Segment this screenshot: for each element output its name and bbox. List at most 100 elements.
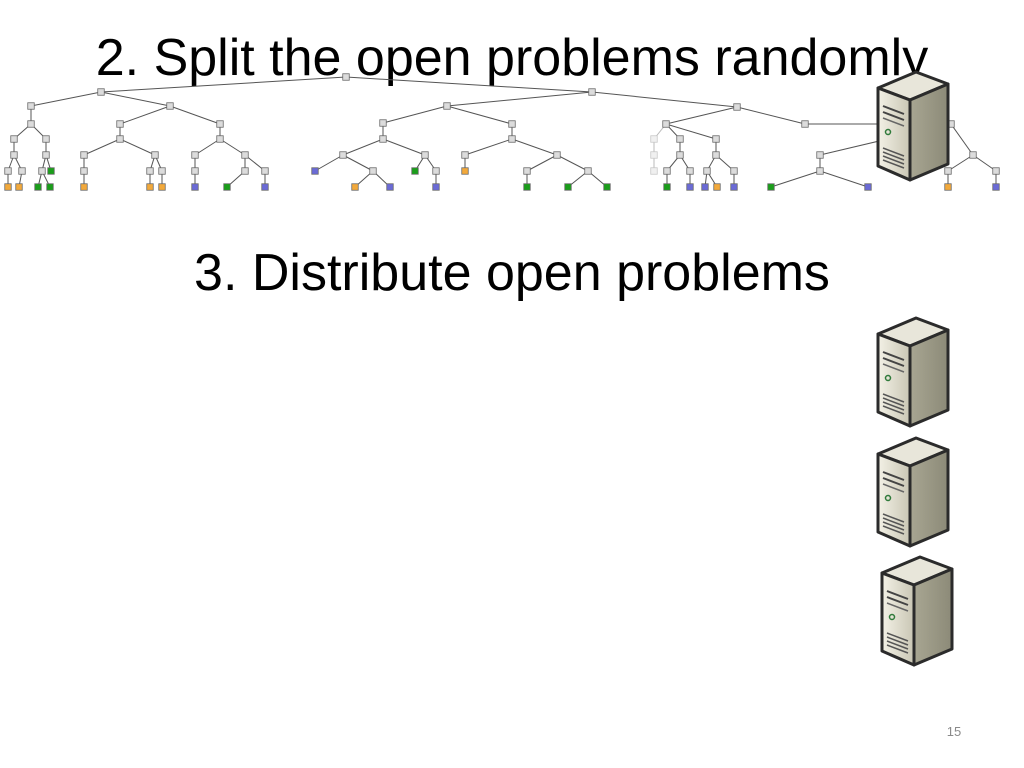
server-tower-icon xyxy=(876,436,950,548)
tree-edge xyxy=(526,154,558,172)
tree-edge xyxy=(665,123,717,140)
tree-leaf-green xyxy=(603,183,611,191)
tree-leaf-green xyxy=(46,183,54,191)
tree-node xyxy=(261,167,269,175)
tree-node xyxy=(241,167,249,175)
tree-node xyxy=(379,135,387,143)
tree-node xyxy=(191,167,199,175)
tree-node xyxy=(116,120,124,128)
tree-node xyxy=(421,151,429,159)
tree-node xyxy=(508,135,516,143)
server-tower-icon xyxy=(876,70,950,182)
tree-node xyxy=(553,151,561,159)
tree-node xyxy=(151,151,159,159)
tree-node xyxy=(712,151,720,159)
tree-edge xyxy=(464,138,513,156)
tree-leaf-orange xyxy=(15,183,23,191)
tree-node xyxy=(42,135,50,143)
server-tower-icon xyxy=(876,316,950,428)
tree-node xyxy=(158,167,166,175)
tree-edge xyxy=(947,154,974,172)
tree-node xyxy=(461,151,469,159)
tree-node xyxy=(27,102,35,110)
tree-node xyxy=(712,135,720,143)
tree-edge xyxy=(100,91,171,107)
tree-node xyxy=(379,119,387,127)
tree-node xyxy=(663,167,671,175)
page-number: 15 xyxy=(946,724,962,739)
tree-node xyxy=(676,151,684,159)
tree-leaf-orange xyxy=(80,183,88,191)
tree-leaf-green xyxy=(47,167,55,175)
tree-leaf-orange xyxy=(713,183,721,191)
tree-edge xyxy=(345,76,593,93)
tree-edge xyxy=(736,106,806,125)
tree-edge xyxy=(194,138,221,156)
tree-node xyxy=(369,167,377,175)
tree-node xyxy=(686,167,694,175)
tree-node xyxy=(730,167,738,175)
slide-title-distribute: 3. Distribute open problems xyxy=(194,244,830,302)
tree-edge xyxy=(342,138,384,156)
tree-node xyxy=(42,151,50,159)
tree-edge xyxy=(100,76,347,93)
tree-leaf-green xyxy=(34,183,42,191)
tree-leaf-orange xyxy=(146,183,154,191)
tree-node xyxy=(733,103,741,111)
tree-edge xyxy=(665,106,738,125)
tree-node xyxy=(816,151,824,159)
tree-leaf-orange xyxy=(944,183,952,191)
tree-node xyxy=(191,151,199,159)
tree-node xyxy=(166,102,174,110)
tree-node xyxy=(216,135,224,143)
tree-edge xyxy=(30,91,102,107)
tree-node xyxy=(969,151,977,159)
tree-node xyxy=(10,151,18,159)
tree-node xyxy=(339,151,347,159)
tree-edge xyxy=(219,138,246,156)
tree-node-faded xyxy=(650,135,658,143)
tree-node xyxy=(584,167,592,175)
tree-edge xyxy=(446,91,593,107)
tree-leaf-blue xyxy=(992,183,1000,191)
tree-node xyxy=(80,151,88,159)
tree-node xyxy=(4,167,12,175)
tree-leaf-blue xyxy=(864,183,872,191)
tree-node xyxy=(443,102,451,110)
tree-edge xyxy=(169,105,221,125)
tree-leaf-blue xyxy=(191,183,199,191)
tree-edge xyxy=(819,170,869,188)
tree-node xyxy=(146,167,154,175)
tree-node xyxy=(80,167,88,175)
tree-leaf-blue xyxy=(386,183,394,191)
tree-leaf-orange xyxy=(158,183,166,191)
tree-leaf-blue xyxy=(730,183,738,191)
tree-leaf-blue xyxy=(686,183,694,191)
slide-title-split: 2. Split the open problems randomly xyxy=(95,29,929,87)
tree-leaf-green xyxy=(223,183,231,191)
tree-node xyxy=(97,88,105,96)
tree-edge xyxy=(591,91,738,108)
tree-leaf-blue xyxy=(432,183,440,191)
tree-leaf-orange xyxy=(4,183,12,191)
tree-node xyxy=(216,120,224,128)
tree-node xyxy=(508,120,516,128)
tree-leaf-green xyxy=(767,183,775,191)
tree-edge xyxy=(556,154,589,172)
tree-node xyxy=(432,167,440,175)
tree-node xyxy=(18,167,26,175)
tree-edge xyxy=(83,138,121,156)
tree-node xyxy=(816,167,824,175)
tree-leaf-blue xyxy=(311,167,319,175)
tree-node xyxy=(662,120,670,128)
tree-edge xyxy=(511,138,558,156)
tree-edge xyxy=(119,138,156,156)
tree-node xyxy=(944,167,952,175)
tree-edge xyxy=(119,105,171,125)
tree-node xyxy=(342,73,350,81)
tree-leaf-green xyxy=(663,183,671,191)
tree-edge xyxy=(342,154,374,172)
tree-edge xyxy=(314,154,344,172)
tree-edge xyxy=(950,123,974,156)
tree-node xyxy=(10,135,18,143)
